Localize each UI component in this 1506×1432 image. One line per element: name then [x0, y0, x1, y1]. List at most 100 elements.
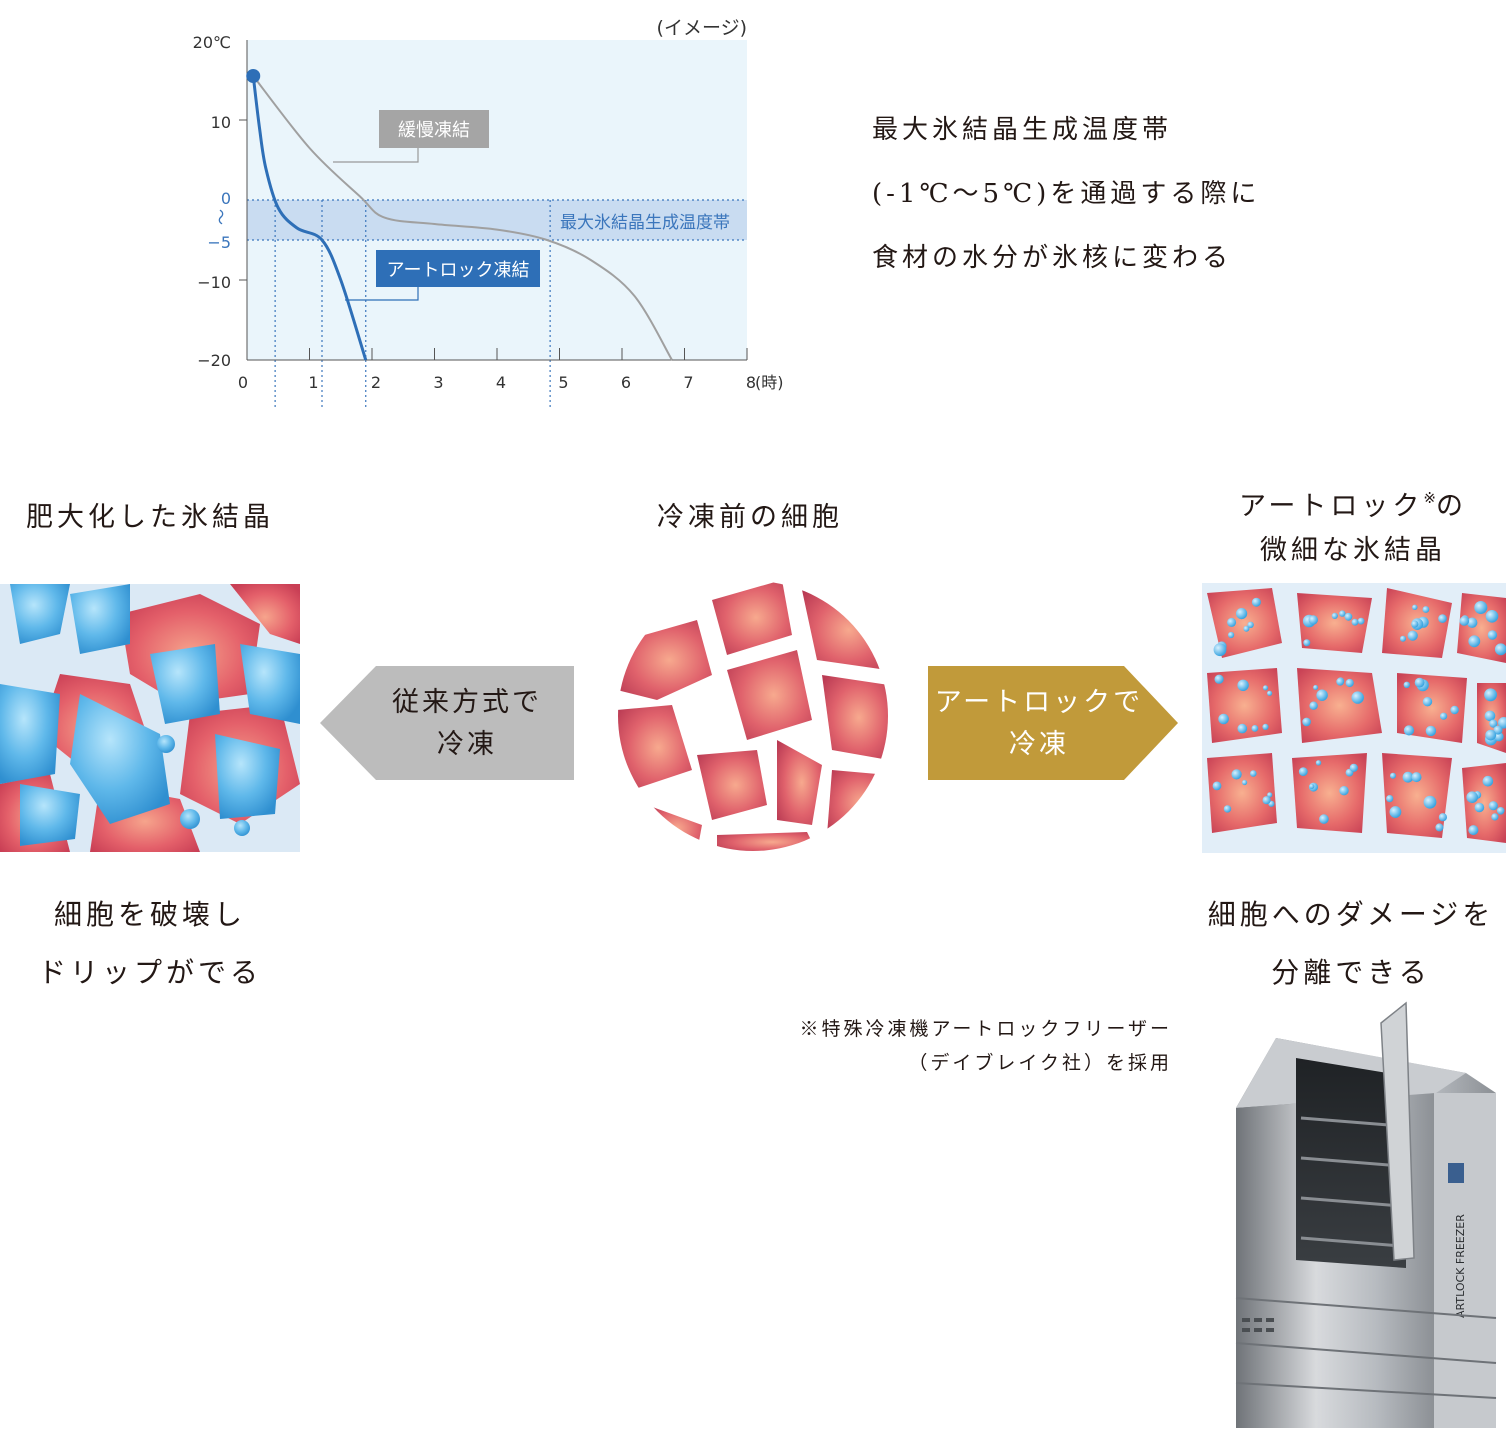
artlock-label: アートロック凍結 — [387, 260, 530, 281]
ice-dot — [1438, 614, 1447, 623]
large-ice-crystal-image — [0, 584, 300, 852]
arrow-right-line-2: 冷凍 — [1009, 729, 1069, 760]
ice-dot — [1344, 612, 1353, 621]
ice-dot — [1403, 681, 1410, 688]
ice-dot — [1400, 635, 1406, 642]
ice-dot — [1474, 601, 1488, 614]
ice-dot — [1411, 772, 1422, 783]
right-heading-line1: アートロック — [1239, 491, 1424, 522]
chart-gridlines — [239, 119, 748, 360]
x-tick-3: 3 — [433, 373, 443, 392]
ice-dot — [1491, 813, 1499, 821]
ice-dot — [1339, 610, 1346, 617]
ice-dot — [1386, 795, 1394, 803]
center-heading: 冷凍前の細胞 — [657, 502, 843, 533]
x-tick-5: 5 — [558, 373, 568, 392]
y-tick-minus5: −5 — [207, 233, 231, 252]
ice-dot — [1250, 770, 1257, 777]
ice-dot — [1485, 610, 1499, 623]
ice-dot — [1467, 617, 1478, 628]
ice-dot — [1390, 772, 1396, 779]
ice-dot — [1308, 615, 1318, 625]
description-line-2: (-1℃〜5℃)を通過する際に — [872, 179, 1261, 209]
ice-dot — [1218, 713, 1229, 725]
cells-before-freezing-image — [618, 581, 888, 851]
ice-dot — [1242, 779, 1248, 786]
ice-dot — [1309, 783, 1315, 789]
ice-dot — [1493, 725, 1503, 735]
series-artlock-freezing — [251, 75, 368, 361]
ice-dot — [1412, 604, 1418, 610]
ice-dot — [1435, 823, 1444, 832]
series-slow-freezing — [252, 75, 673, 361]
ice-dot — [1262, 685, 1269, 691]
x-tick-4: 4 — [496, 373, 506, 392]
ice-dot — [1319, 814, 1329, 824]
ice-dot — [1411, 620, 1419, 628]
y-tick-tilde: 〜 — [211, 209, 230, 225]
description-line-3: 食材の水分が氷核に変わる — [872, 243, 1233, 273]
ice-dot — [1223, 805, 1232, 813]
right-caption-line-2: 分離できる — [1271, 956, 1431, 989]
y-tick-0: 0 — [221, 189, 231, 208]
ice-dot — [1423, 795, 1437, 809]
slow-label-leader — [333, 148, 419, 163]
ice-dot — [1214, 674, 1224, 684]
band-label: 最大氷結晶生成温度帯 — [560, 213, 730, 233]
x-tick-2: 2 — [371, 373, 381, 392]
right-caption-line-1: 細胞へのダメージを — [1207, 898, 1495, 931]
fine-ice-crystal-image — [1202, 583, 1506, 853]
ice-dot — [1331, 612, 1338, 619]
description-block: 最大氷結晶生成温度帯 (-1℃〜5℃)を通過する際に 食材の水分が氷核に変わる — [872, 98, 1432, 290]
ice-dot — [1302, 717, 1311, 727]
ice-dot — [1488, 801, 1498, 811]
ice-dot — [1212, 781, 1222, 791]
ice-dot — [1466, 791, 1478, 803]
ice-dot — [1315, 760, 1322, 766]
ice-dot — [1247, 621, 1254, 628]
ice-dot — [1262, 796, 1271, 805]
ice-dot — [1316, 689, 1328, 701]
slow-label-box — [379, 110, 489, 148]
ice-dot — [1489, 719, 1498, 728]
arrow-right-label: アートロックで 冷凍 — [928, 682, 1150, 766]
ice-dot — [1251, 725, 1259, 732]
x-tick-1: 1 — [308, 373, 318, 392]
left-caption: 細胞を破壊し ドリップがでる — [0, 886, 300, 1002]
ice-dot — [1487, 630, 1498, 640]
ice-dot — [1498, 717, 1506, 729]
ice-dot — [1339, 786, 1349, 796]
right-heading-line2: 微細な氷結晶 — [1260, 535, 1446, 566]
x-tick-0: 0 — [238, 373, 248, 392]
arrow-left-line-2: 冷凍 — [437, 729, 497, 760]
ice-dot — [1474, 802, 1485, 813]
ice-dot — [1267, 690, 1273, 696]
start-point — [246, 69, 261, 83]
ice-dot — [1236, 608, 1248, 620]
ice-dot — [1484, 688, 1497, 702]
chart-note: (イメージ) — [657, 17, 747, 39]
ice-dot — [1228, 631, 1235, 639]
ice-dot — [1403, 725, 1415, 736]
freezing-curve-chart: 最大氷結晶生成温度帯 緩慢凍結 アートロック凍結 (イメージ) 20℃ 10 0… — [193, 17, 784, 410]
ice-dot — [1422, 606, 1430, 613]
chart-time-markers — [274, 200, 551, 410]
ice-dot — [1494, 643, 1506, 656]
ice-dot — [1267, 792, 1273, 798]
x-unit-label: (時) — [755, 373, 784, 392]
ice-dot — [1414, 677, 1425, 688]
ice-dot — [1351, 618, 1359, 626]
arrow-left-label: 従来方式で 冷凍 — [360, 682, 574, 766]
ice-dot — [1450, 705, 1459, 715]
x-tick-8: 8 — [746, 373, 756, 392]
ice-dot — [1422, 697, 1433, 707]
ice-dot — [1227, 617, 1237, 627]
y-unit-label: 20℃ — [193, 33, 231, 52]
ice-dot — [1213, 643, 1227, 657]
ice-dot — [1237, 723, 1248, 734]
ice-dot — [1251, 597, 1261, 607]
footnote-line-2: （デイブレイク社）を採用 — [908, 1052, 1172, 1074]
ice-dot — [1237, 679, 1249, 691]
x-tick-6: 6 — [621, 373, 631, 392]
arrow-right-line-1: アートロックで — [934, 687, 1144, 718]
